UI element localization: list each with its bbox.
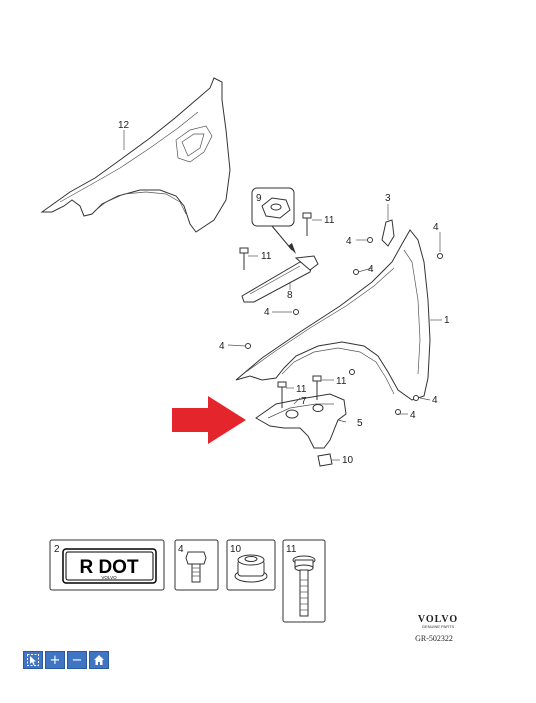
callout-4: 4 (432, 395, 438, 406)
callout-11: 11 (261, 251, 272, 262)
legend-number: 2 (54, 544, 60, 555)
callout-11: 11 (324, 215, 335, 226)
callout-9: 9 (256, 193, 262, 204)
brand-block: VOLVO GENUINE PARTS GR-502322 (415, 614, 458, 643)
bracket-part-5 (255, 393, 347, 449)
callout-4: 4 (264, 307, 270, 318)
callout-12: 12 (118, 120, 130, 131)
legend-item-4: 4 (174, 539, 219, 591)
fender-part-12 (40, 77, 231, 233)
callout-1: 1 (444, 315, 450, 326)
callout-4: 4 (410, 410, 416, 421)
callout-11: 11 (296, 384, 307, 395)
callout-3: 3 (385, 193, 391, 204)
legend-item-11: 11 (282, 539, 326, 623)
clip-part-3 (381, 219, 395, 247)
legend-number: 11 (286, 544, 297, 555)
minus-icon: − (71, 652, 83, 668)
callout-11: 11 (336, 376, 347, 387)
brand-logo: VOLVO (418, 614, 458, 625)
callout-10: 10 (342, 455, 354, 466)
home-icon (94, 655, 104, 665)
diagram-reference: GR-502322 (415, 634, 453, 643)
brand-tagline: GENUINE PARTS (422, 624, 455, 629)
home-button[interactable] (89, 651, 109, 669)
detail-box-part-9 (251, 187, 296, 254)
legend-item-2: 2 R DOT VOLVO (49, 539, 165, 591)
fender-part-1 (235, 229, 431, 401)
clip-part-10 (317, 453, 333, 467)
legend-number: 4 (178, 544, 184, 555)
callout-4: 4 (346, 236, 352, 247)
bolt-part-11 (239, 212, 322, 408)
plate-sub: VOLVO (101, 575, 117, 580)
clip-part-4 (245, 237, 443, 415)
callout-7: 7 (301, 396, 307, 407)
plate-text: R DOT (79, 557, 139, 578)
bracket-part-8 (241, 255, 319, 303)
red-arrow-icon (172, 396, 246, 444)
legend-item-10: 10 (226, 539, 276, 591)
callout-4: 4 (219, 341, 225, 352)
leader-lines (123, 130, 442, 461)
callouts: 12 9 11 11 3 4 4 4 8 4 1 4 11 11 7 4 4 5… (118, 120, 450, 466)
select-pointer-button[interactable] (23, 651, 43, 669)
callout-4: 4 (368, 264, 374, 275)
callout-4: 4 (433, 222, 439, 233)
plus-icon: + (49, 652, 61, 668)
zoom-out-button[interactable]: − (67, 651, 87, 669)
zoom-in-button[interactable]: + (45, 651, 65, 669)
viewer-toolbar: + − (23, 651, 109, 669)
legend-number: 10 (230, 544, 242, 555)
callout-8: 8 (287, 290, 293, 301)
callout-5: 5 (357, 418, 363, 429)
pointer-icon (27, 654, 39, 666)
